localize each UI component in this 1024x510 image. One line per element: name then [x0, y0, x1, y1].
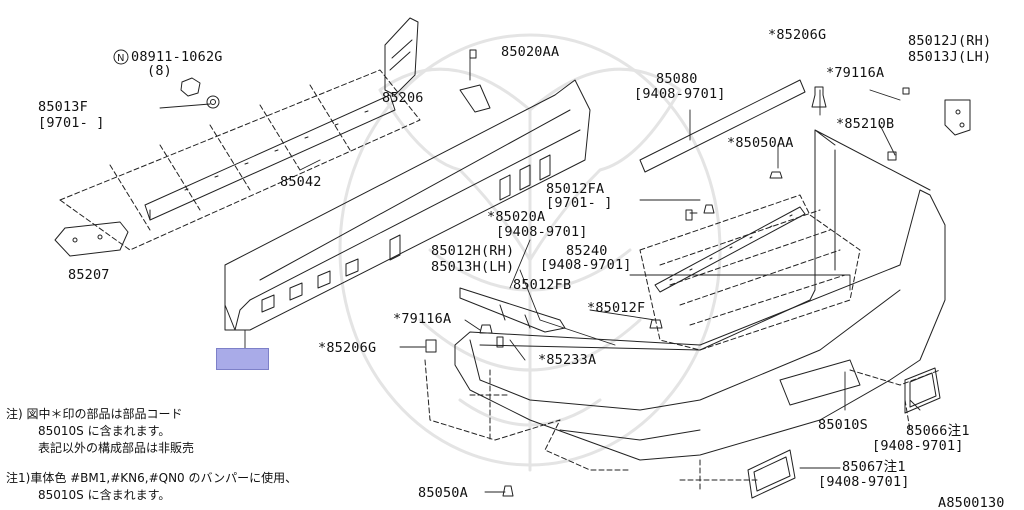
- strip-85240: [654, 206, 806, 293]
- bracket-85206: [384, 17, 419, 96]
- label-85013F: 85013F: [38, 99, 88, 115]
- label-85012FB: 85012FB: [513, 277, 572, 293]
- label-85013F-date: [9701- ]: [38, 115, 105, 131]
- label-85050A: 85050A: [418, 485, 468, 501]
- label-85066-date: [9408-9701]: [872, 438, 964, 454]
- mounting-panel: [424, 194, 941, 491]
- reflector-85067: [747, 449, 796, 499]
- main-beam: [224, 79, 591, 331]
- label-85067-date: [9408-9701]: [818, 474, 910, 490]
- note1-line3: 表記以外の構成部品は非販売: [38, 441, 195, 455]
- label-85020AA: 85020AA: [501, 44, 560, 60]
- label-85067: 85067注1: [842, 459, 906, 475]
- nut-08911: [180, 77, 220, 109]
- note2-line2: 85010S に含まれます。: [38, 488, 171, 502]
- bracket-85012J: [944, 99, 971, 136]
- label-85080-date: [9408-9701]: [634, 86, 726, 102]
- label-85020A-date: [9408-9701]: [496, 224, 588, 240]
- label-08911-qty: (8): [147, 63, 172, 79]
- label-85206: 85206: [382, 90, 424, 106]
- label-85012J: 85012J(RH): [908, 33, 992, 49]
- label-85020A: *85020A: [487, 209, 546, 225]
- n-circle-icon: [113, 49, 129, 65]
- svg-text:N: N: [117, 53, 124, 64]
- molding-85080: [639, 79, 806, 173]
- label-85050AA: *85050AA: [727, 135, 794, 151]
- label-85206G-mid: *85206G: [318, 340, 377, 356]
- note2-line1: 注1)車体色 #BM1,#KN6,#QN0 のバンパーに使用、: [6, 471, 298, 485]
- label-85042: 85042: [280, 174, 322, 190]
- label-85240: 85240: [566, 243, 608, 259]
- label-08911: 08911-1062G: [131, 49, 223, 65]
- label-85012H: 85012H(RH): [431, 243, 515, 259]
- label-85080: 85080: [656, 71, 698, 87]
- label-85066: 85066注1: [906, 423, 970, 439]
- label-85013J: 85013J(LH): [908, 49, 992, 65]
- reinforcement-plate-85013F: [59, 69, 421, 251]
- note1-line2: 85010S に含まれます。: [38, 424, 171, 438]
- side-bracket-85012H: [459, 287, 566, 333]
- label-85233A: *85233A: [538, 352, 597, 368]
- label-85207: 85207: [68, 267, 110, 283]
- label-85012F: *85012F: [587, 300, 646, 316]
- label-85210B: *85210B: [836, 116, 895, 132]
- bracket-85207: [54, 221, 129, 257]
- label-85012FA: 85012FA: [546, 181, 605, 197]
- label-85013H: 85013H(LH): [431, 259, 515, 275]
- label-85012FA-date: [9701- ]: [546, 195, 613, 211]
- label-85206G-top: *85206G: [768, 27, 827, 43]
- fasteners: [425, 49, 910, 497]
- label-79116A-mid: *79116A: [393, 311, 452, 327]
- diagram-code: A8500130: [938, 495, 1005, 510]
- reflector-85066: [904, 367, 941, 414]
- label-85240-date: [9408-9701]: [540, 257, 632, 273]
- label-85010S: 85010S: [818, 417, 868, 433]
- label-79116A-top: *79116A: [826, 65, 885, 81]
- highlight-box: [216, 348, 269, 370]
- bumper-fascia-85010S: [454, 129, 946, 461]
- rail-85042: [144, 94, 396, 221]
- note1-line1: 注) 図中＊印の部品は部品コード: [6, 407, 183, 421]
